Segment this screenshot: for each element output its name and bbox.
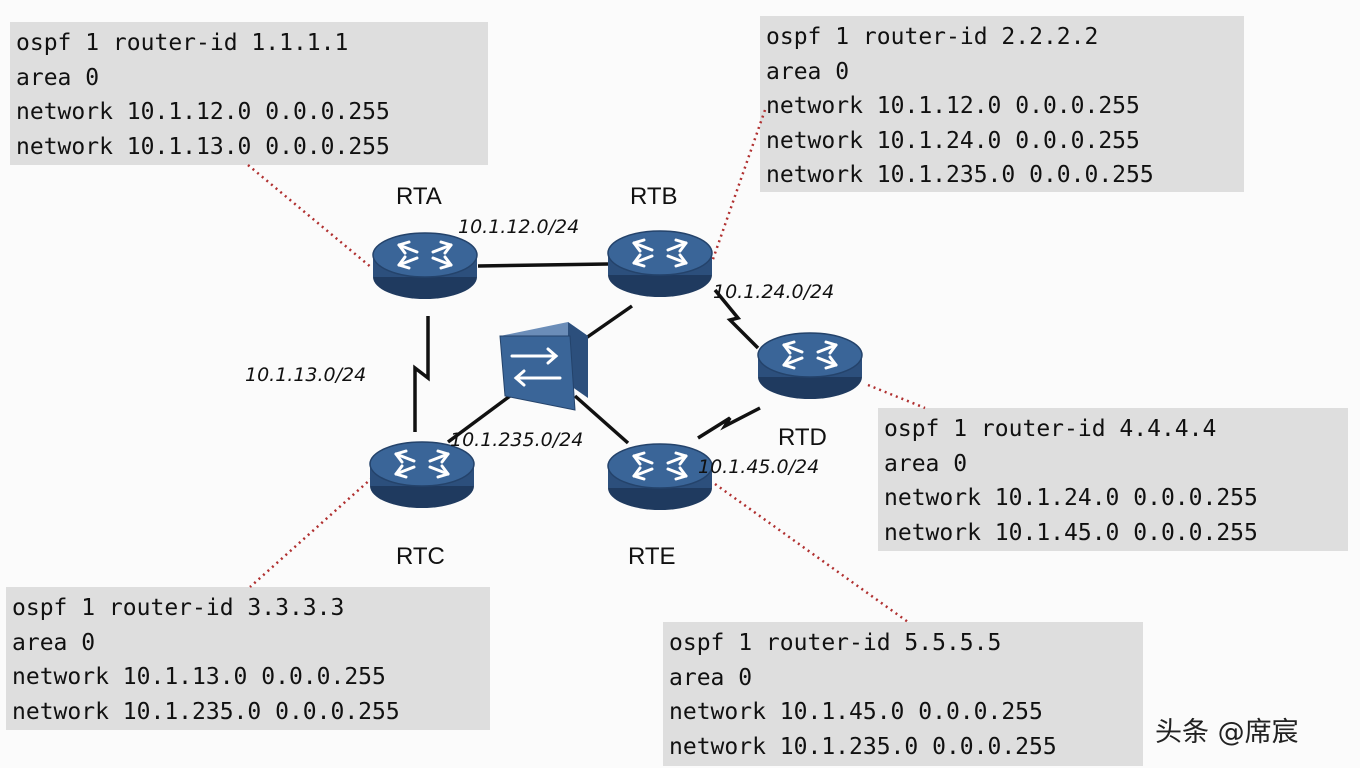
callout-line-rta [247,164,373,269]
config-box-rta: ospf 1 router-id 1.1.1.1 area 0 network … [10,22,488,165]
config-line: area 0 [16,64,100,91]
config-line: network 10.1.24.0 0.0.0.255 [884,485,1258,511]
link-rtb-rtd-serial [713,288,760,350]
config-line: network 10.1.235.0 0.0.0.255 [766,162,1154,188]
config-line: area 0 [766,58,850,85]
router-label-rtd: RTD [778,424,827,451]
router-icon-rtb [606,229,714,299]
network-label-24: 10.1.24.0/24 [713,281,835,303]
router-label-rtb: RTB [630,183,678,210]
network-label-13: 10.1.13.0/24 [245,364,367,386]
link-switch-rtb [585,304,633,340]
network-label-12: 10.1.12.0/24 [458,216,580,238]
config-line: area 0 [12,629,96,656]
watermark: 头条 @席宸 [1155,717,1299,748]
callout-line-rte [714,482,909,624]
router-icon-rte [606,442,714,512]
config-line: network 10.1.45.0 0.0.0.255 [669,699,1043,725]
network-label-45: 10.1.45.0/24 [698,456,820,478]
config-line: network 10.1.12.0 0.0.0.255 [766,93,1140,119]
config-box-rte: ospf 1 router-id 5.5.5.5 area 0 network … [663,622,1143,766]
config-line: ospf 1 router-id 4.4.4.4 [884,416,1217,442]
config-box-rtd: ospf 1 router-id 4.4.4.4 area 0 network … [878,408,1348,551]
config-line: ospf 1 router-id 1.1.1.1 [16,30,349,56]
config-box-rtb: ospf 1 router-id 2.2.2.2 area 0 network … [760,16,1244,192]
config-line: network 10.1.12.0 0.0.0.255 [16,99,390,125]
router-label-rte: RTE [628,543,676,570]
link-rte-rtd-serial [697,406,761,440]
router-label-rtc: RTC [396,543,445,570]
config-line: network 10.1.13.0 0.0.0.255 [16,133,390,160]
config-line: network 10.1.24.0 0.0.0.255 [766,127,1140,154]
callout-line-rtb [710,109,767,263]
router-icon-rta [371,231,479,301]
link-rta-rtc-serial [413,316,430,432]
config-box-rtc: ospf 1 router-id 3.3.3.3 area 0 network … [6,587,490,730]
config-line: area 0 [669,664,753,691]
config-line: ospf 1 router-id 5.5.5.5 [669,630,1002,656]
router-icon-rtc [368,440,476,510]
config-line: network 10.1.235.0 0.0.0.255 [12,698,400,725]
link-rta-rtb [477,262,609,268]
switch-icon [499,322,588,411]
link-switch-rtc [446,394,512,444]
callout-line-rtd [867,383,926,410]
config-line: network 10.1.45.0 0.0.0.255 [884,519,1258,546]
router-label-rta: RTA [396,183,442,210]
callout-line-rtc [249,477,373,588]
config-line: network 10.1.13.0 0.0.0.255 [12,664,386,690]
config-line: ospf 1 router-id 3.3.3.3 [12,595,345,621]
config-line: ospf 1 router-id 2.2.2.2 [766,24,1099,50]
config-line: network 10.1.235.0 0.0.0.255 [669,733,1057,760]
link-switch-rte [573,394,630,445]
config-line: area 0 [884,450,968,477]
network-label-235: 10.1.235.0/24 [450,429,584,451]
router-icon-rtd [756,331,864,401]
